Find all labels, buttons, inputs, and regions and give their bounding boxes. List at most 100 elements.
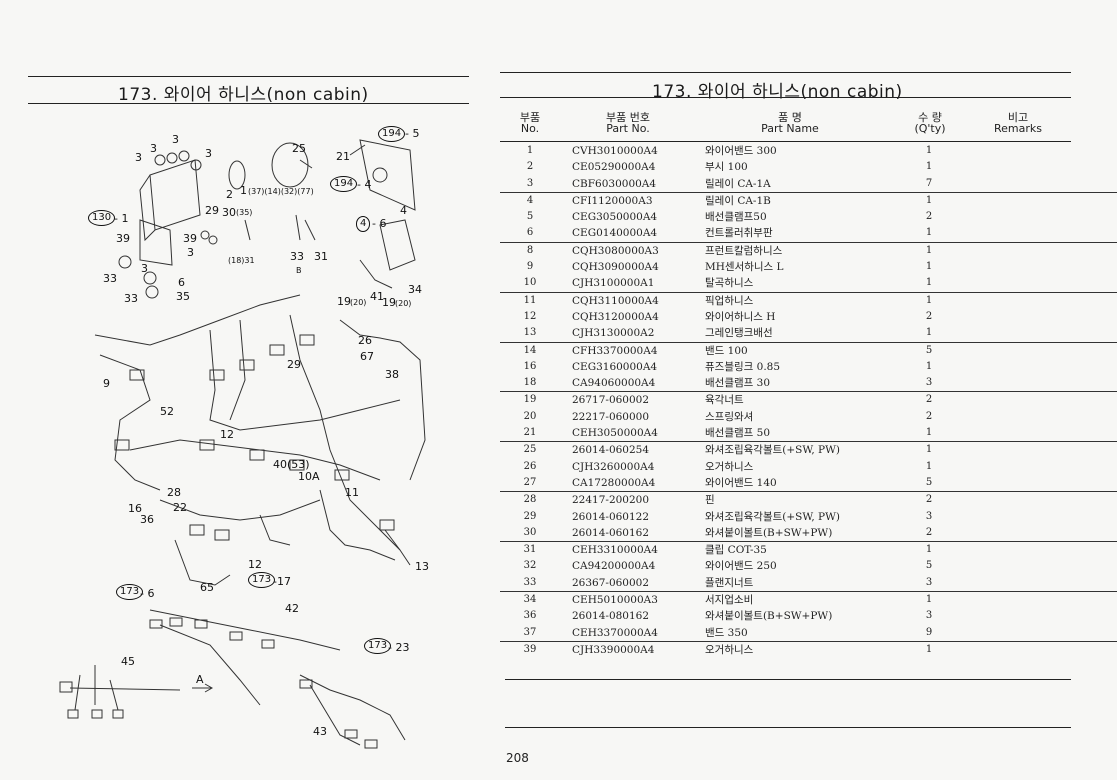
callout-45: 45 [121, 655, 135, 668]
circled-ref-194: 194 [378, 126, 406, 142]
callout-19: 19 [337, 295, 351, 308]
part-name: 와셔붙이볼트(B+SW+PW) [705, 610, 833, 623]
callout-52: 52 [160, 405, 174, 418]
part-code: CEH3310000A4 [572, 544, 658, 557]
part-number-index: 3 [526, 177, 534, 189]
header-rule [500, 141, 1071, 142]
callout-33: 33 [103, 272, 117, 285]
callout-19: 19 [382, 296, 396, 309]
circled-ref-173: 173 [364, 638, 392, 654]
part-code: CEH5010000A3 [572, 594, 658, 607]
header-part-no-en: Part No. [606, 122, 650, 135]
part-number-index: 36 [523, 610, 537, 622]
part-code: CA94200000A4 [572, 560, 656, 573]
part-number-index: 16 [523, 360, 537, 372]
part-number-index: 14 [523, 344, 537, 356]
part-code: 26367-060002 [572, 576, 650, 589]
part-code: CA17280000A4 [572, 476, 656, 489]
part-code: CFH3370000A4 [572, 344, 658, 357]
footer-rule [505, 727, 1071, 728]
part-quantity: 1 [925, 227, 933, 239]
part-quantity: 1 [925, 194, 933, 206]
part-name: MH센서하니스 L [705, 261, 784, 274]
part-quantity: 1 [925, 261, 933, 273]
part-name: 퓨즈블링크 0.85 [705, 360, 781, 373]
callout-21: 21 [336, 150, 350, 163]
header-qty: 수 량 (Q'ty) [905, 112, 955, 134]
part-name: 밴드 100 [705, 344, 748, 357]
part-number-index: 8 [526, 244, 534, 256]
part-number-index: 12 [523, 310, 537, 322]
part-number-index: 9 [526, 261, 534, 273]
part-name: 탈곡하니스 [705, 277, 754, 290]
title-rule-top [500, 72, 1071, 73]
header-no-ko: 부품 [519, 111, 541, 124]
part-quantity: 1 [925, 145, 933, 156]
header-part-no: 부품 번호 Part No. [588, 112, 668, 134]
callout-20-sub: (20) [395, 299, 412, 308]
callout-a: A [196, 673, 204, 686]
part-quantity: 5 [925, 344, 933, 356]
part-name: 와셔붙이볼트(B+SW+PW) [705, 526, 833, 539]
callout-suffix-23: - 23 [388, 641, 410, 654]
part-code: CJH3390000A4 [572, 643, 655, 656]
header-remarks-en: Remarks [994, 122, 1042, 135]
callout-9: 9 [103, 377, 110, 390]
callout-subparts: (37)(14)(32)(77) [248, 187, 314, 196]
callout-173-ref: 173 [116, 584, 144, 600]
callout-31-sub: (18)31 [228, 256, 255, 265]
part-number-index: 39 [523, 643, 537, 655]
header-remarks: 비고 Remarks [988, 112, 1048, 134]
part-number-index: 4 [526, 194, 534, 206]
part-name: 오거하니스 [705, 643, 754, 656]
part-number-index: 5 [526, 211, 534, 223]
callout-29: 29 [205, 204, 219, 217]
part-code: 26014-060122 [572, 510, 650, 523]
callout-12: 12 [248, 558, 262, 571]
callout-3: 3 [187, 246, 194, 259]
callout-16: 16 [128, 502, 142, 515]
part-code: CVH3010000A4 [572, 145, 658, 157]
right-page-title: 173. 와이어 하니스(non cabin) [652, 82, 903, 102]
callout-34: 34 [408, 283, 422, 296]
callout-3: 3 [205, 147, 212, 160]
part-name: 릴레이 CA-1A [705, 177, 771, 190]
callout-12: 12 [220, 428, 234, 441]
part-code: 22417-200200 [572, 494, 650, 507]
part-quantity: 3 [925, 377, 933, 389]
part-code: CJH3100000A1 [572, 277, 655, 290]
callout-4-ref: 4 [356, 216, 371, 232]
part-code: 26014-060162 [572, 526, 650, 539]
header-part-name-en: Part Name [761, 122, 819, 135]
circled-ref-4: 4 [356, 216, 371, 232]
part-number-index: 1 [526, 145, 534, 156]
part-quantity: 2 [925, 310, 933, 322]
callout-4: 4 [400, 204, 407, 217]
circled-ref-173: 173 [116, 584, 144, 600]
header-part-no-ko: 부품 번호 [606, 111, 650, 124]
part-number-index: 26 [523, 460, 537, 472]
part-quantity: 2 [925, 211, 933, 223]
part-quantity: 1 [925, 161, 933, 173]
part-quantity: 1 [925, 244, 933, 256]
part-name: 스프링와셔 [705, 410, 754, 423]
part-name: 와셔조립육각볼트(+SW, PW) [705, 444, 840, 457]
part-name: 배선클램프 30 [705, 377, 770, 390]
part-number-index: 21 [523, 427, 537, 439]
